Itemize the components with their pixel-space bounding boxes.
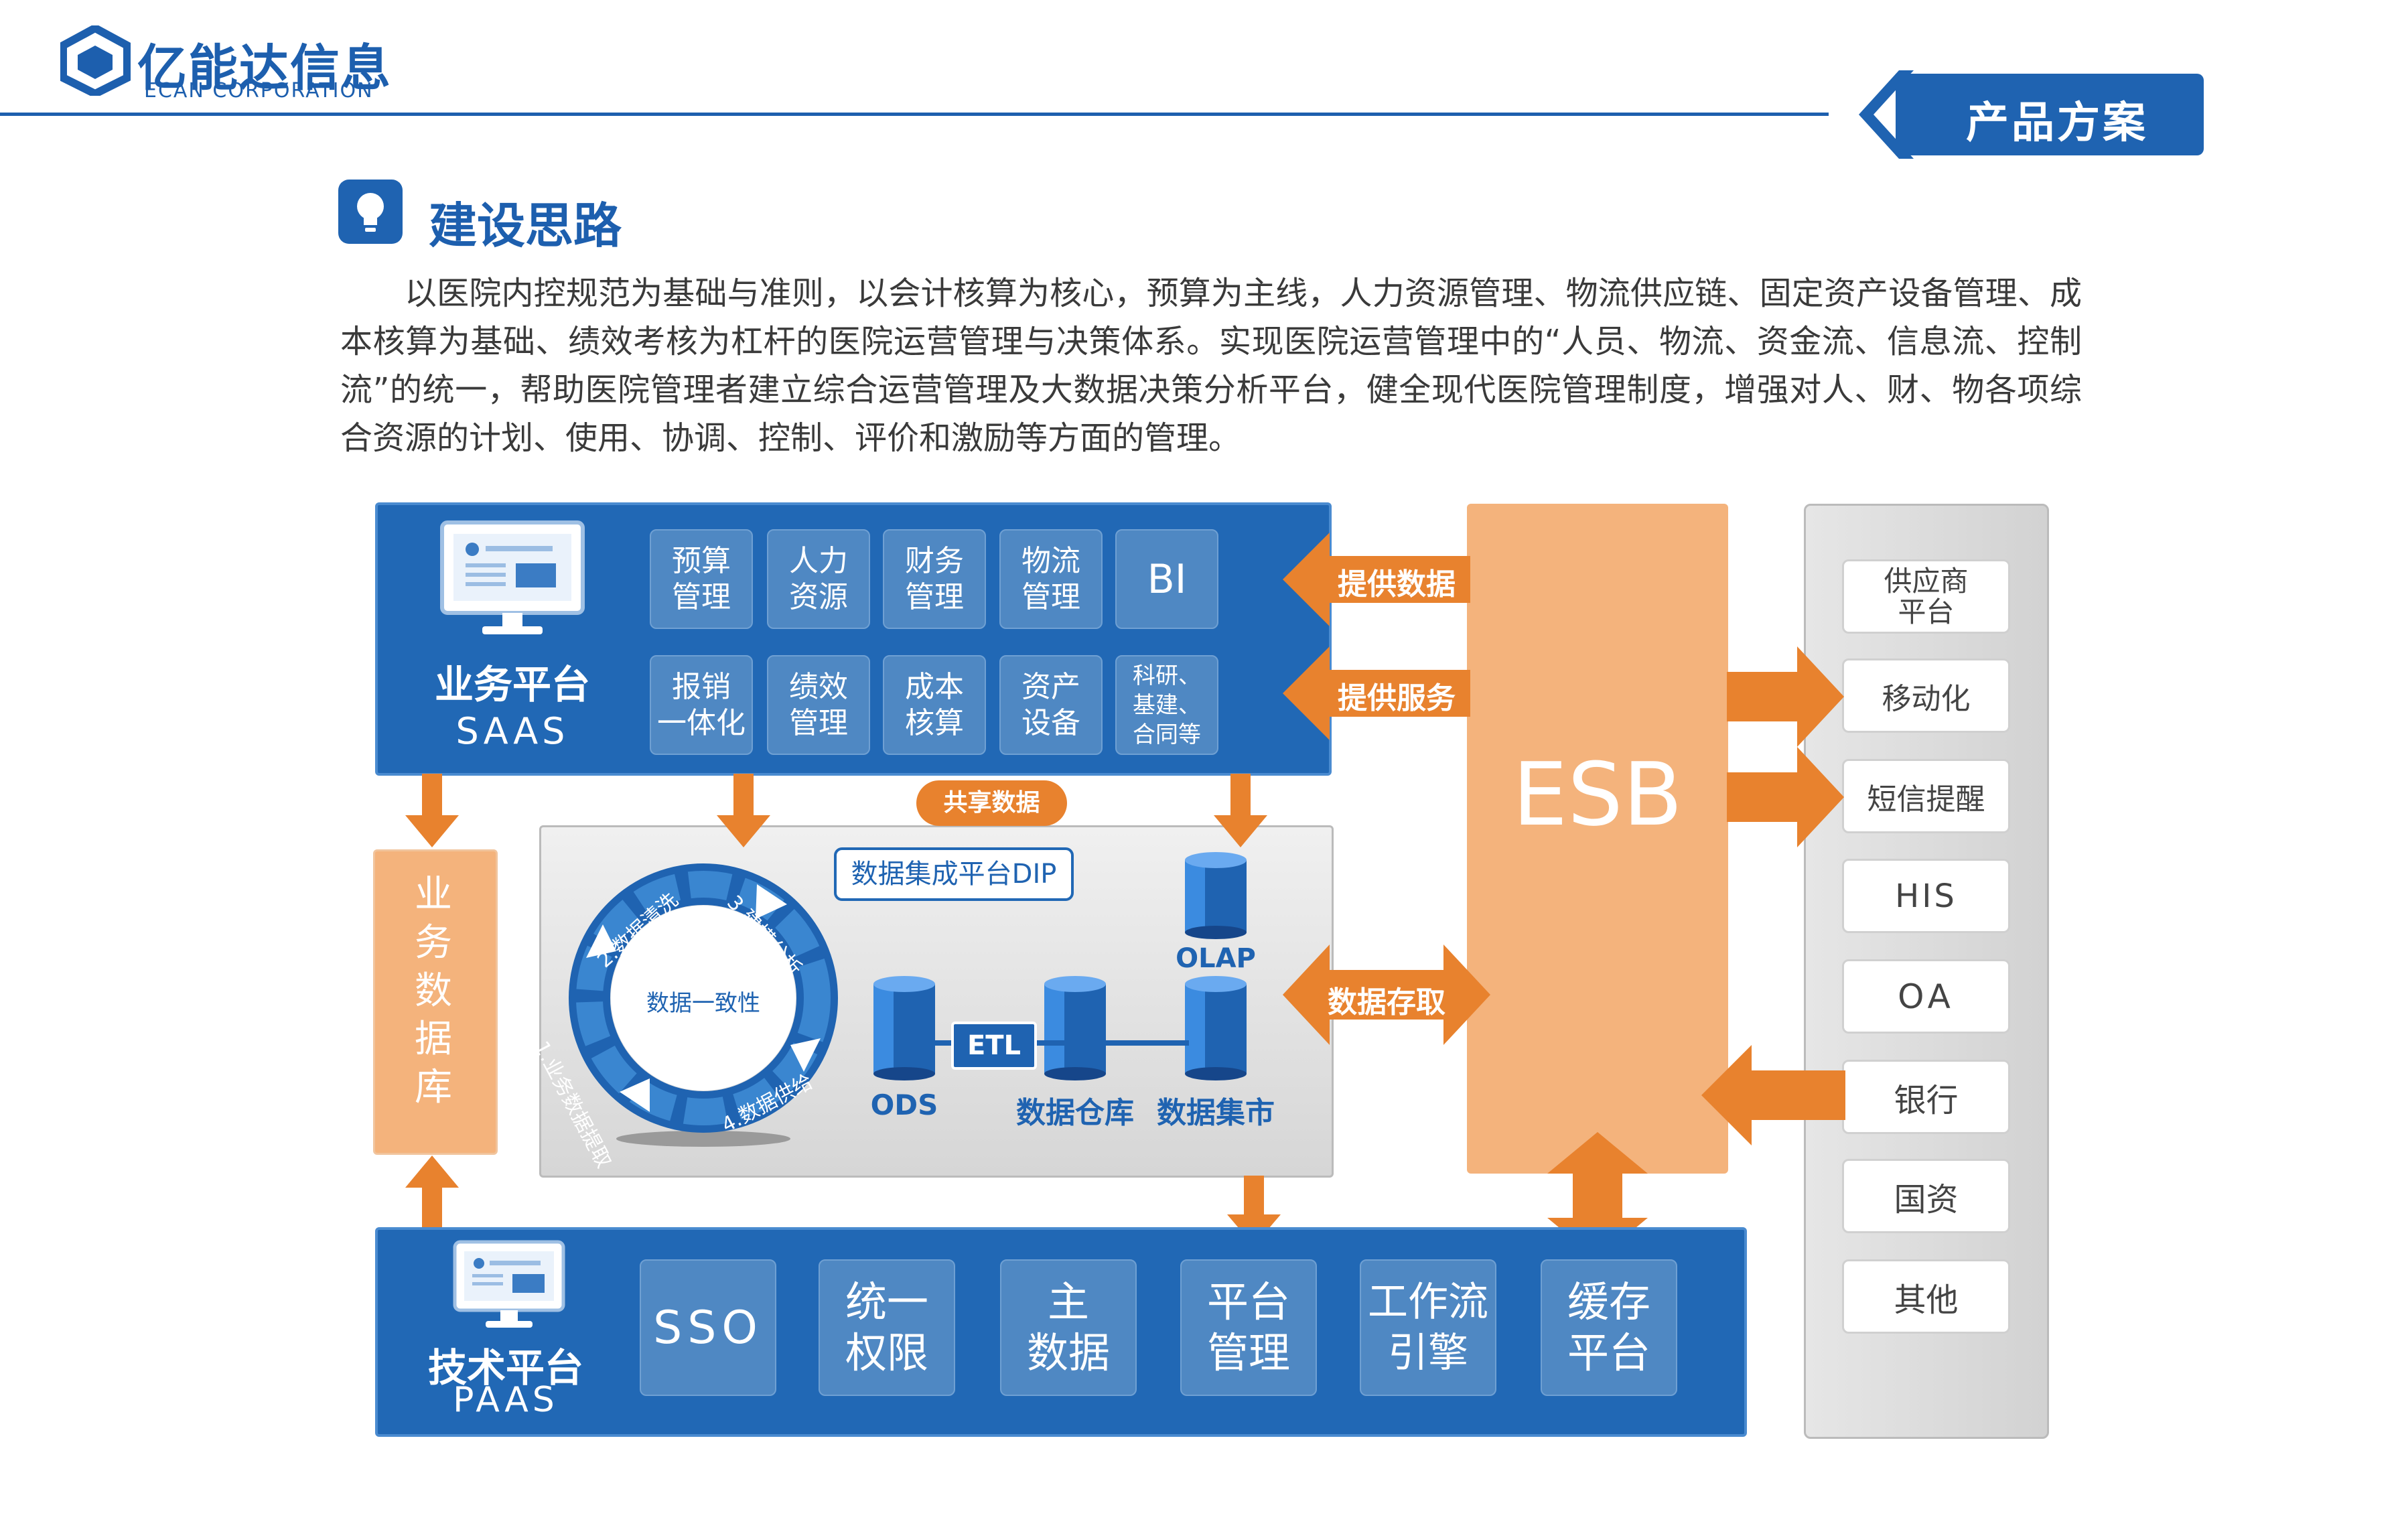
module-budget[interactable]: 预算管理 <box>650 529 753 629</box>
shared-data-label: 共享数据 <box>916 780 1067 826</box>
section-tag-label: 产品方案 <box>1966 98 2148 148</box>
brand-name: 亿能达信息 <box>137 40 392 97</box>
esb-bus <box>1467 504 1728 1174</box>
external-bank[interactable]: 银行 <box>1842 1060 2010 1134</box>
module-finance[interactable]: 财务管理 <box>883 529 986 629</box>
logo-mark <box>59 23 131 98</box>
paas-title: 技术平台 <box>427 1345 583 1391</box>
provide-service-label: 提供服务 <box>1338 681 1456 715</box>
external-mobile[interactable]: 移动化 <box>1842 658 2010 733</box>
monitor-icon <box>452 1239 566 1333</box>
warehouse-database-icon <box>1042 975 1109 1082</box>
arrow-down <box>1214 774 1267 847</box>
external-state-assets[interactable]: 国资 <box>1842 1159 2010 1233</box>
intro-paragraph: 以医院内控规范为基础与准则，以会计核算为核心，预算为主线，人力资源管理、物流供应… <box>340 275 2082 457</box>
double-arrow <box>1283 944 1490 1045</box>
ods-label: ODS <box>870 1089 938 1121</box>
business-database-label: 业务数据库 <box>415 873 452 1109</box>
header-divider <box>0 113 1829 116</box>
arrow-down <box>405 774 459 847</box>
module-bi[interactable]: BI <box>1115 529 1218 629</box>
module-unified-auth[interactable]: 统一权限 <box>819 1259 955 1396</box>
arrow-left <box>1283 646 1470 740</box>
external-other[interactable]: 其他 <box>1842 1259 2010 1334</box>
arrow-left <box>1701 1045 1845 1145</box>
provide-data-label: 提供数据 <box>1338 567 1456 602</box>
business-database <box>373 849 498 1155</box>
external-his[interactable]: HIS <box>1842 859 2010 933</box>
cycle-center-label: 数据一致性 <box>646 990 760 1017</box>
paas-subtitle: PAAS <box>453 1380 559 1420</box>
module-cost[interactable]: 成本核算 <box>883 655 986 755</box>
chevron-left-icon <box>1859 70 1919 159</box>
arrow-right <box>1727 747 1844 847</box>
arrow-down <box>717 774 770 847</box>
module-master-data[interactable]: 主数据 <box>1000 1259 1137 1396</box>
external-supplier-platform[interactable]: 供应商平台 <box>1842 559 2010 634</box>
monitor-icon <box>439 519 586 640</box>
esb-label: ESB <box>1512 744 1683 845</box>
external-sms-reminder[interactable]: 短信提醒 <box>1842 759 2010 833</box>
module-assets[interactable]: 资产设备 <box>999 655 1103 755</box>
arrow-left <box>1283 533 1470 626</box>
module-reimbursement[interactable]: 报销一体化 <box>650 655 753 755</box>
lightbulb-icon <box>338 180 403 244</box>
module-sso[interactable]: SSO <box>640 1259 776 1396</box>
olap-database-icon <box>1182 851 1249 941</box>
mart-label: 数据集市 <box>1157 1096 1275 1130</box>
arrow-up <box>405 1156 459 1229</box>
ods-database-icon <box>871 975 938 1082</box>
etl-label: ETL <box>951 1022 1037 1070</box>
warehouse-label: 数据仓库 <box>1016 1096 1134 1130</box>
section-tag <box>1896 74 2204 155</box>
module-cache-platform[interactable]: 缓存平台 <box>1541 1259 1677 1396</box>
data-cycle-diagram <box>556 857 851 1152</box>
external-oa[interactable]: OA <box>1842 959 2010 1034</box>
saas-subtitle: SAAS <box>455 710 569 752</box>
data-access-label: 数据存取 <box>1328 985 1445 1020</box>
saas-title: 业务平台 <box>434 662 590 707</box>
module-performance[interactable]: 绩效管理 <box>767 655 870 755</box>
mart-database-icon <box>1182 975 1249 1082</box>
dip-title: 数据集成平台DIP <box>834 847 1074 901</box>
brand-subtitle: ECAN CORPORATION <box>144 79 374 102</box>
module-research[interactable]: 科研、基建、合同等 <box>1115 655 1218 755</box>
module-workflow-engine[interactable]: 工作流引擎 <box>1360 1259 1496 1396</box>
arrow-right <box>1727 646 1844 747</box>
module-hr[interactable]: 人力资源 <box>767 529 870 629</box>
section-title: 建设思路 <box>429 198 622 254</box>
etl-connector <box>934 1040 1189 1046</box>
module-platform-mgmt[interactable]: 平台管理 <box>1180 1259 1317 1396</box>
olap-label: OLAP <box>1176 943 1256 974</box>
module-logistics[interactable]: 物流管理 <box>999 529 1103 629</box>
